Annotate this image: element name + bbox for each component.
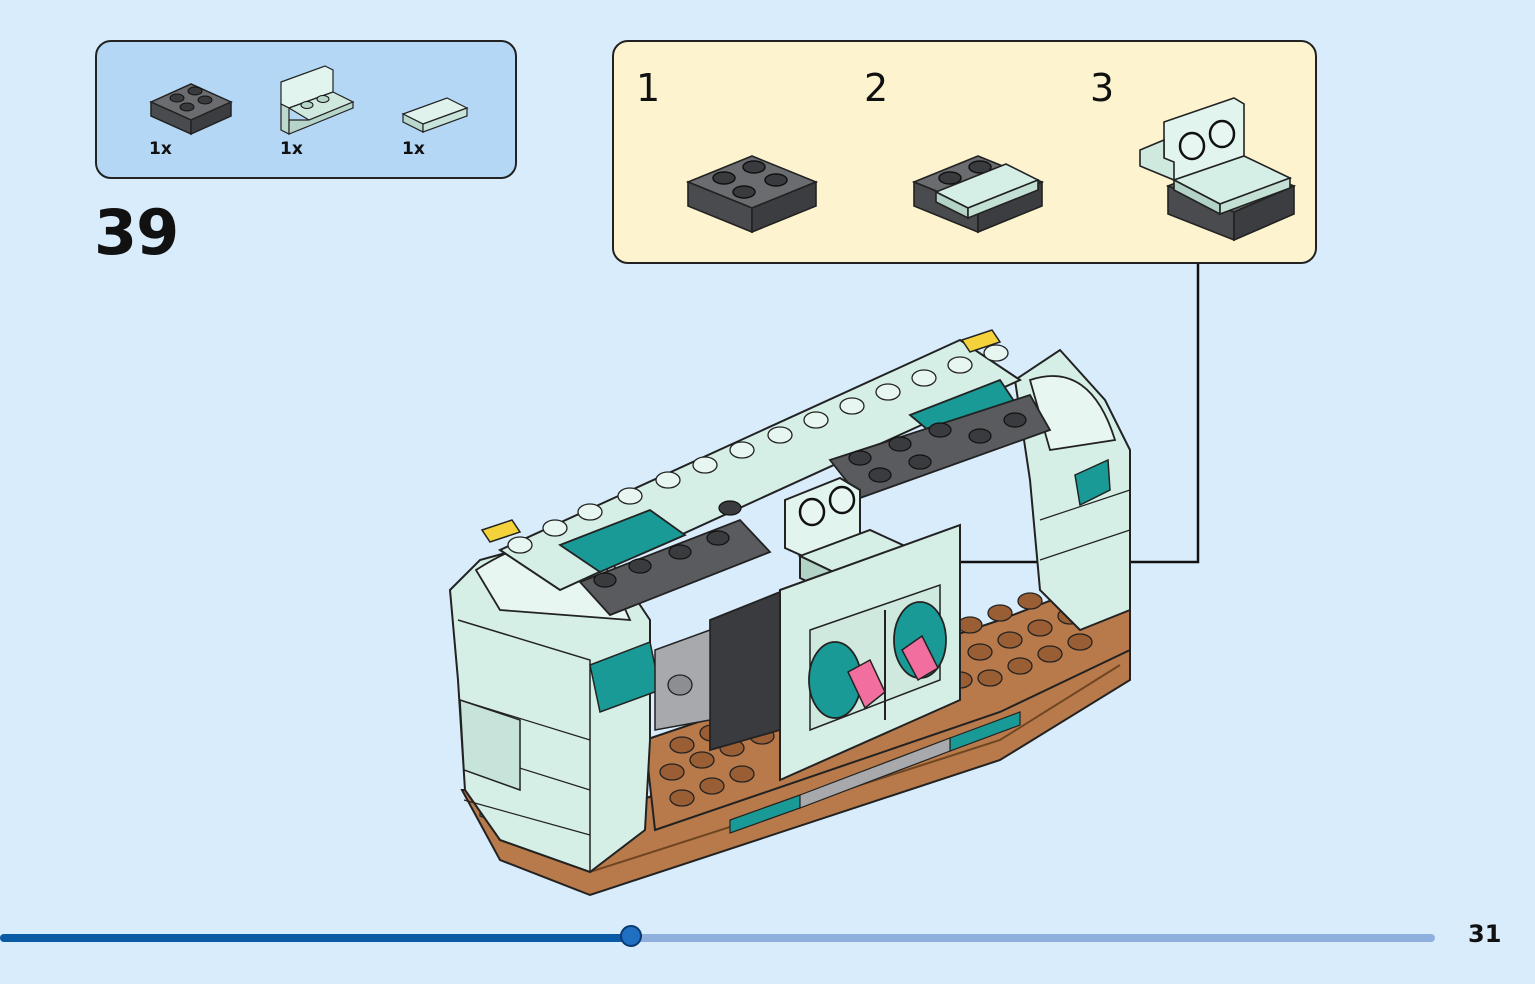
sub-step-1-plate-illustration	[685, 155, 819, 234]
sub-step-number: 3	[1090, 66, 1115, 110]
part-qty: 1x	[402, 139, 425, 159]
sub-assembly-box: 1 2 3	[612, 40, 1317, 264]
sub-step-2-plate-tile-illustration	[911, 155, 1045, 234]
sub-step-3-bracket-illustration	[1139, 97, 1297, 242]
part-qty: 1x	[149, 139, 172, 159]
page-number: 31	[1468, 920, 1502, 948]
sub-step-number: 1	[636, 66, 661, 110]
progress-fill	[0, 934, 631, 942]
progress-knob[interactable]	[620, 925, 642, 947]
light-aqua-bracket-icon	[280, 65, 355, 135]
train-car-model-illustration	[448, 329, 1131, 897]
parts-list-box: 1x 1x 1x	[95, 40, 517, 179]
dark-gray-plate-icon	[149, 83, 233, 136]
progress-bar	[0, 925, 1435, 947]
step-number: 39	[94, 196, 179, 269]
light-aqua-tile-icon	[401, 97, 469, 133]
sub-step-number: 2	[864, 66, 889, 110]
part-qty: 1x	[280, 139, 303, 159]
